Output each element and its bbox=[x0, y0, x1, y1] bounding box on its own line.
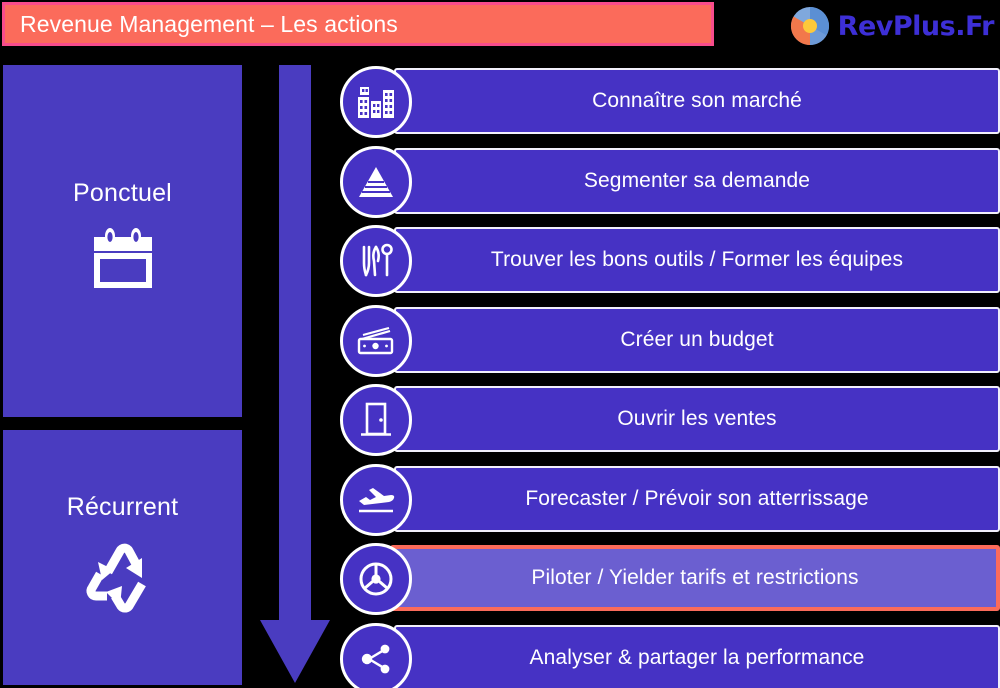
action-row-bar[interactable]: Connaître son marché bbox=[394, 68, 1000, 134]
action-row-bar[interactable]: Ouvrir les ventes bbox=[394, 386, 1000, 452]
action-row-icon-circle[interactable] bbox=[340, 66, 412, 138]
action-row-2[interactable]: Segmenter sa demande bbox=[336, 145, 1000, 218]
action-row-bar-highlighted[interactable]: Piloter / Yielder tarifs et restrictions bbox=[390, 545, 1000, 611]
action-row-bar[interactable]: Forecaster / Prévoir son atterrissage bbox=[394, 465, 1000, 532]
action-row-icon-circle[interactable] bbox=[340, 304, 412, 377]
action-row-7[interactable]: Piloter / Yielder tarifs et restrictions bbox=[336, 543, 1000, 615]
door-icon bbox=[359, 402, 393, 438]
action-row-label: Ouvrir les ventes bbox=[617, 407, 777, 430]
category-block-recurrent[interactable]: Récurrent bbox=[3, 430, 242, 685]
action-row-icon-circle[interactable] bbox=[340, 463, 412, 536]
category-label: Ponctuel bbox=[73, 179, 172, 207]
calendar-icon bbox=[85, 222, 161, 303]
slide-title-bar: Revenue Management – Les actions bbox=[2, 2, 714, 46]
brand-name: RevPlus.Fr bbox=[837, 10, 995, 42]
brand-logo[interactable]: RevPlus.Fr bbox=[790, 4, 995, 48]
action-list: Connaître son marché bbox=[336, 66, 1000, 688]
pyramid-icon bbox=[357, 165, 395, 199]
share-icon bbox=[358, 643, 394, 675]
action-row-bar[interactable]: Segmenter sa demande bbox=[394, 147, 1000, 214]
action-row-bar[interactable]: Trouver les bons outils / Former les équ… bbox=[394, 227, 1000, 293]
action-row-icon-circle[interactable] bbox=[340, 145, 412, 218]
action-row-label: Connaître son marché bbox=[592, 89, 802, 112]
action-row-icon-circle[interactable] bbox=[340, 384, 412, 456]
category-label: Récurrent bbox=[66, 492, 179, 521]
category-block-ponctuel[interactable]: Ponctuel bbox=[3, 65, 242, 417]
action-row-label: Analyser & partager la performance bbox=[529, 645, 865, 669]
tools-icon bbox=[358, 243, 394, 279]
arrow-down-icon bbox=[258, 65, 332, 685]
action-row-1[interactable]: Connaître son marché bbox=[336, 66, 1000, 138]
action-row-icon-circle[interactable] bbox=[340, 543, 412, 615]
action-row-4[interactable]: Créer un budget bbox=[336, 304, 1000, 377]
recycle-icon bbox=[80, 536, 166, 623]
page-title: Revenue Management – Les actions bbox=[20, 10, 398, 37]
action-row-label: Trouver les bons outils / Former les équ… bbox=[490, 248, 904, 271]
pie-circle-icon bbox=[790, 6, 830, 46]
money-icon bbox=[356, 326, 396, 356]
action-row-8[interactable]: Analyser & partager la performance bbox=[336, 622, 1000, 688]
action-row-bar[interactable]: Analyser & partager la performance bbox=[394, 624, 1000, 688]
action-row-label: Segmenter sa demande bbox=[583, 168, 811, 192]
plane-landing-icon bbox=[356, 485, 396, 515]
action-row-label: Piloter / Yielder tarifs et restrictions bbox=[531, 566, 859, 589]
buildings-icon bbox=[357, 85, 395, 119]
action-row-3[interactable]: Trouver les bons outils / Former les équ… bbox=[336, 225, 1000, 297]
action-row-icon-circle[interactable] bbox=[340, 622, 412, 688]
action-row-bar[interactable]: Créer un budget bbox=[394, 306, 1000, 373]
action-row-label: Forecaster / Prévoir son atterrissage bbox=[525, 486, 869, 510]
action-row-label: Créer un budget bbox=[620, 327, 774, 351]
action-row-6[interactable]: Forecaster / Prévoir son atterrissage bbox=[336, 463, 1000, 536]
steering-wheel-icon bbox=[358, 561, 394, 597]
action-row-icon-circle[interactable] bbox=[340, 225, 412, 297]
action-row-5[interactable]: Ouvrir les ventes bbox=[336, 384, 1000, 456]
